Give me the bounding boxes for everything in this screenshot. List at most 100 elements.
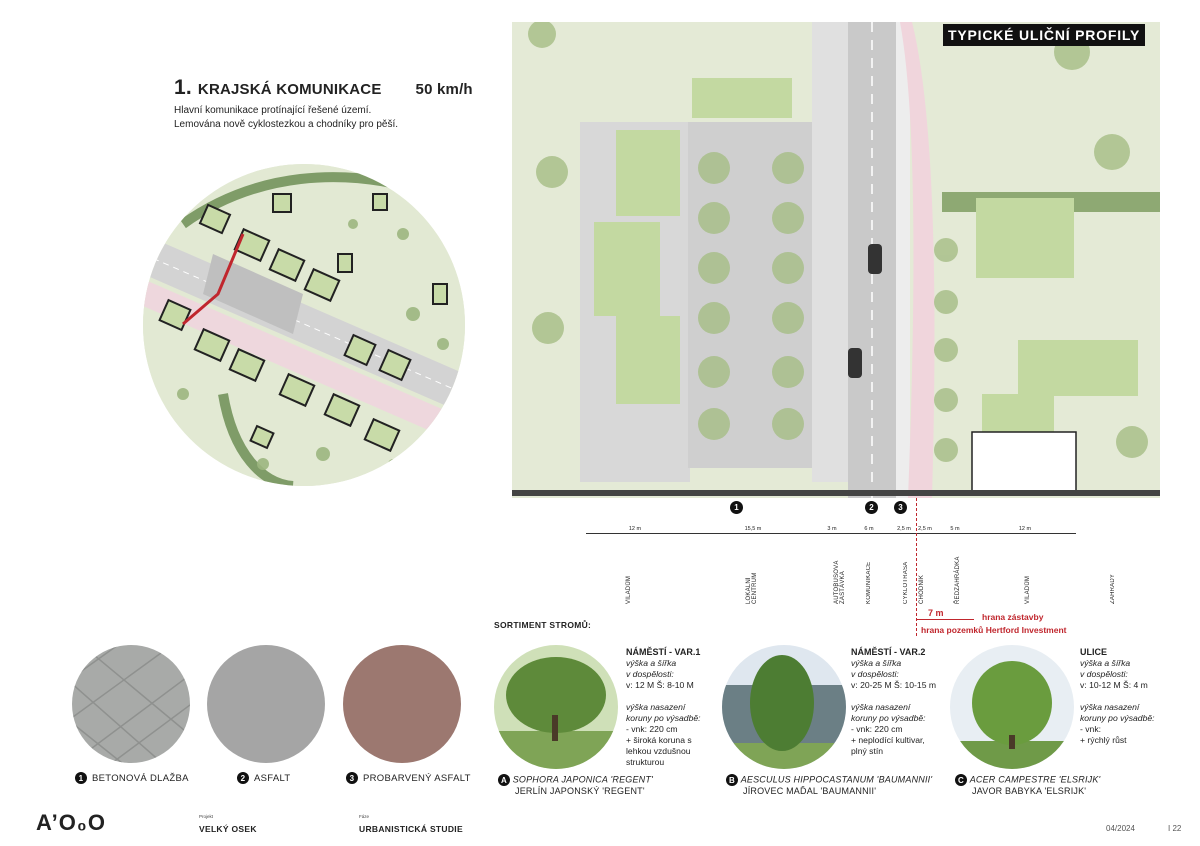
- section-title: 1. KRAJSKÁ KOMUNIKACE 50 km/h: [174, 76, 473, 100]
- description-line: Lemována nově cyklostezkou a chodníky pr…: [174, 119, 399, 130]
- tree-crown-value: - vnk:: [1080, 724, 1102, 734]
- dimension-label: 5 m: [950, 526, 960, 532]
- dimension-label: 12 m: [1018, 526, 1032, 532]
- tree-latin: ACER CAMPESTRE 'ELSRIJK': [969, 774, 1101, 785]
- tree-size-label: výška a šířka: [1080, 658, 1131, 668]
- tree-name-a: A SOPHORA JAPONICA 'REGENT' JERLÍN JAPON…: [498, 774, 653, 797]
- street-plan-drawing: [512, 22, 1160, 498]
- tree-crown-value: - vnk: 220 cm: [851, 724, 903, 734]
- profile-label: VILADŮM: [626, 575, 632, 604]
- marker-3: 3: [894, 501, 907, 514]
- material-label: 3 PROBARVENÝ ASFALT: [346, 772, 471, 784]
- tree-heading: NÁMĚSTÍ - VAR.2: [851, 647, 926, 657]
- section-number: 1.: [174, 76, 192, 99]
- tree-info-c: ULICE výška a šířka v dospělosti: v: 10-…: [1080, 647, 1180, 746]
- date: 04/2024: [1106, 824, 1135, 833]
- tree-czech: JERLÍN JAPONSKÝ 'REGENT': [515, 786, 645, 796]
- tree-photo-c: [950, 645, 1074, 769]
- material-name: ASFALT: [254, 772, 291, 784]
- dimension-label: 2,5 m: [897, 526, 911, 532]
- tree-size-label: v dospělosti:: [1080, 669, 1128, 679]
- material-label: 2 ASFALT: [237, 772, 290, 784]
- tree-crown-label: výška nasazení: [626, 702, 686, 712]
- building-edge-label: hrana zástavby: [982, 612, 1044, 622]
- profile-label: ŘEDZAHRÁDKA: [955, 556, 961, 604]
- tree-name-c: C ACER CAMPESTRE 'ELSRIJK' JAVOR BABYKA …: [955, 774, 1100, 797]
- tree-photo-b: [722, 645, 846, 769]
- tree-photo-a: [494, 645, 618, 769]
- project-name: VELKÝ OSEK: [199, 824, 257, 834]
- tree-heading: ULICE: [1080, 647, 1107, 657]
- tree-info-a: NÁMĚSTÍ - VAR.1 výška a šířka v dospělos…: [626, 647, 726, 768]
- tree-size-label: výška a šířka: [851, 658, 902, 668]
- building-line: [916, 498, 917, 636]
- tree-size-label: v dospělosti:: [851, 669, 899, 679]
- material-asphalt: [207, 645, 325, 763]
- logo: A’O₀O: [36, 810, 106, 835]
- tree-letter: A: [498, 774, 510, 786]
- profile-label: KOMUNIKACE: [866, 561, 872, 604]
- section-description: Hlavní komunikace protínající řešené úze…: [174, 104, 434, 132]
- profile-label: VILADŮM: [1025, 575, 1031, 604]
- phase-label: Fáze: [359, 814, 370, 819]
- tree-note: + široká koruna s: [626, 735, 692, 745]
- tree-letter: B: [726, 774, 738, 786]
- street-plan: [512, 22, 1160, 498]
- speed-limit: 50 km/h: [415, 81, 473, 98]
- sortiment-title: SORTIMENT STROMŮ:: [494, 620, 592, 630]
- profile-label: ZAHRADY: [1110, 573, 1116, 604]
- material-concrete-paving: [72, 645, 190, 763]
- material-name: PROBARVENÝ ASFALT: [363, 772, 471, 784]
- phase-name: URBANISTICKÁ STUDIE: [359, 824, 463, 834]
- profile-label: AUTOBUSOVÁ ZASTÁVKA: [834, 560, 846, 604]
- material-number: 2: [237, 772, 249, 784]
- tree-drawing: [950, 661, 1074, 769]
- profile-label: CYKLOTRASA: [903, 561, 909, 604]
- material-number: 3: [346, 772, 358, 784]
- tree-crown-label: výška nasazení: [1080, 702, 1140, 712]
- tree-note: strukturou: [626, 757, 665, 767]
- profile-label: LOKÁLNÍ CENTRUM: [746, 572, 758, 604]
- material-name: BETONOVÁ DLAŽBA: [92, 772, 189, 784]
- tree-note: + rýchlý růst: [1080, 735, 1127, 745]
- tree-size-value: v: 12 M Š: 8-10 M: [626, 680, 694, 690]
- tree-crown-label: výška nasazení: [851, 702, 911, 712]
- tree-size-label: výška a šířka: [626, 658, 677, 668]
- dimension-label: 15,5 m: [744, 526, 762, 532]
- site-map-drawing: [143, 164, 465, 486]
- tree-note: lehkou vzdušnou: [626, 746, 691, 756]
- dimension-line: [586, 533, 1076, 534]
- dimension-label: 6 m: [864, 526, 874, 532]
- tree-latin: AESCULUS HIPPOCASTANUM 'BAUMANNII': [740, 774, 933, 785]
- distance-label: 7 m: [928, 608, 944, 618]
- tree-czech: JAVOR BABYKA 'ELSRIJK': [972, 786, 1087, 796]
- plan-header: TYPICKÉ ULIČNÍ PROFILY: [943, 24, 1146, 46]
- tree-crown-label: koruny po výsadbě:: [1080, 713, 1155, 723]
- tree-crown-label: koruny po výsadbě:: [626, 713, 701, 723]
- distance-arrow: [916, 619, 974, 620]
- tree-info-b: NÁMĚSTÍ - VAR.2 výška a šířka v dospělos…: [851, 647, 951, 757]
- dimension-label: 3 m: [827, 526, 837, 532]
- section-name: KRAJSKÁ KOMUNIKACE: [197, 81, 382, 98]
- tree-letter: C: [955, 774, 967, 786]
- property-edge-label: hrana pozemků Hertford Investment: [921, 625, 1067, 635]
- description-line: Hlavní komunikace protínající řešené úze…: [174, 105, 372, 116]
- tree-name-b: B AESCULUS HIPPOCASTANUM 'BAUMANNII' JÍR…: [726, 774, 932, 797]
- tree-size-value: v: 20-25 M Š: 10-15 m: [851, 680, 937, 690]
- tree-heading: NÁMĚSTÍ - VAR.1: [626, 647, 701, 657]
- tree-size-label: v dospělosti:: [626, 669, 674, 679]
- tree-note: + neplodící kultivar,: [851, 735, 925, 745]
- tree-note: plný stín: [851, 746, 884, 756]
- profile-label: CHODNÍK: [919, 574, 925, 604]
- paving-pattern: [72, 645, 190, 763]
- tree-latin: SOPHORA JAPONICA 'REGENT': [512, 774, 653, 785]
- dimension-label: 12 m: [628, 526, 642, 532]
- marker-1: 1: [730, 501, 743, 514]
- material-colored-asphalt: [343, 645, 461, 763]
- marker-2: 2: [865, 501, 878, 514]
- site-map-circle: [143, 164, 465, 486]
- tree-czech: JÍROVEC MAĎAL 'BAUMANNII': [743, 786, 877, 796]
- tree-drawing: [722, 655, 846, 769]
- tree-drawing: [494, 657, 618, 769]
